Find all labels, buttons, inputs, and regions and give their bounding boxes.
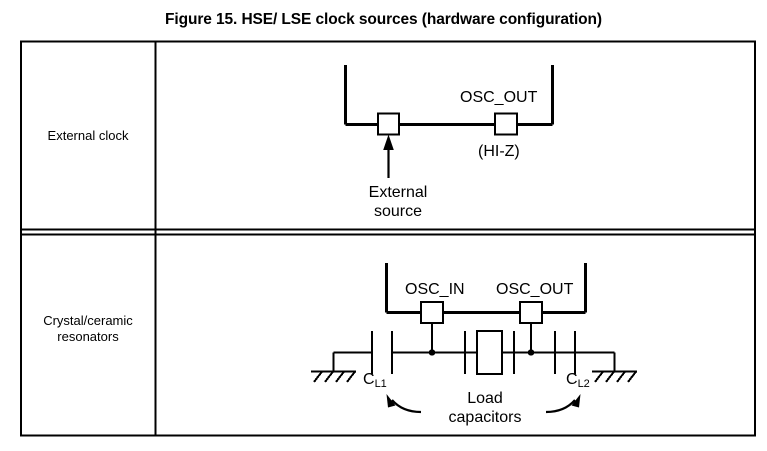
junction-dots bbox=[428, 349, 535, 356]
label-osc-out-external: OSC_OUT bbox=[460, 89, 538, 106]
figure-title: Figure 15. HSE/ LSE clock sources (hardw… bbox=[165, 11, 602, 28]
row-label-crystal-resonators: Crystal/ceramic resonators bbox=[21, 313, 155, 345]
crystal-resonator-circuit bbox=[385, 263, 587, 314]
row-label-crystal-line2: resonators bbox=[57, 329, 119, 344]
resonator-network bbox=[332, 323, 616, 375]
ground-symbol-right bbox=[592, 370, 637, 383]
label-osc-out-crystal: OSC_OUT bbox=[496, 281, 574, 298]
label-load-capacitors-line1: Load bbox=[467, 390, 503, 407]
label-external-source-line2: source bbox=[373, 203, 423, 220]
pad-input-square bbox=[377, 112, 400, 136]
junction-dot-osc-in bbox=[428, 349, 436, 356]
label-hi-z: (HI-Z) bbox=[478, 143, 520, 160]
ground-symbol-left bbox=[311, 370, 356, 383]
load-capacitor-arrow-left bbox=[386, 394, 422, 414]
external-source-arrow bbox=[383, 134, 394, 178]
label-cl1-main: C bbox=[363, 371, 375, 388]
table-frame bbox=[20, 40, 756, 437]
row-label-external-clock: External clock bbox=[47, 128, 129, 143]
label-cl1: CL1 bbox=[363, 371, 387, 390]
pad-osc-in-square bbox=[420, 301, 444, 324]
pad-osc-out-square bbox=[494, 112, 518, 136]
junction-dot-osc-out bbox=[527, 349, 535, 356]
external-clock-circuit bbox=[344, 65, 554, 126]
crystal-circuit-pads bbox=[420, 301, 543, 324]
label-load-capacitors-line2: capacitors bbox=[448, 409, 522, 426]
label-cl1-sub: L1 bbox=[374, 378, 387, 390]
label-load-capacitors: Load capacitors bbox=[430, 389, 540, 427]
label-external-source-line1: External bbox=[368, 184, 428, 201]
label-external-source: External source bbox=[350, 183, 446, 221]
label-cl2-sub: L2 bbox=[577, 378, 590, 390]
label-cl2: CL2 bbox=[566, 371, 590, 390]
label-cl2-main: C bbox=[566, 371, 578, 388]
row-label-crystal-line1: Crystal/ceramic bbox=[43, 313, 133, 328]
label-osc-in: OSC_IN bbox=[405, 281, 465, 298]
pad-osc-out-square-bottom bbox=[519, 301, 543, 324]
load-capacitor-arrow-right bbox=[545, 394, 581, 414]
